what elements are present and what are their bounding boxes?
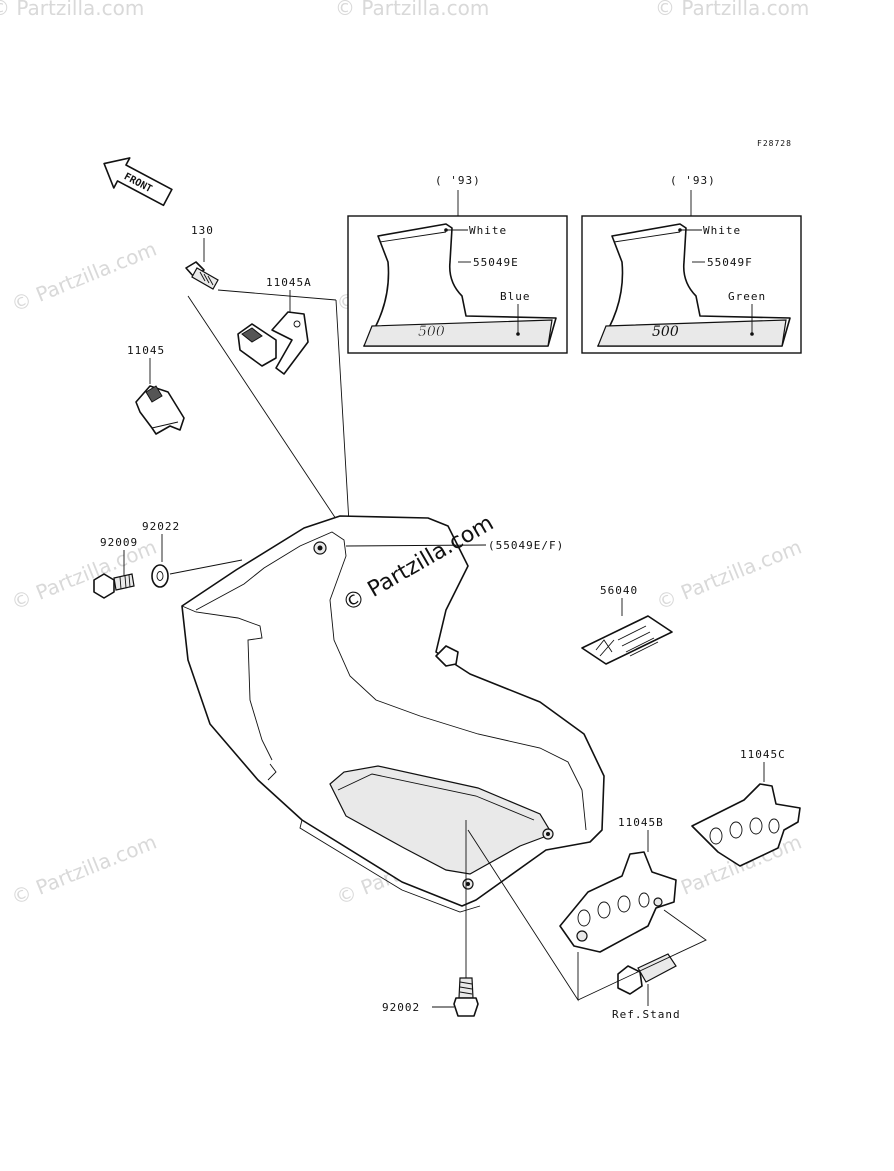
cowl-panel xyxy=(363,223,557,347)
inset-year: ( '93) xyxy=(670,174,716,187)
watermark: © Partzilla.com xyxy=(653,535,805,615)
clip-11045: 11045 xyxy=(127,344,185,435)
logo-text: 500 xyxy=(652,324,679,340)
bolt-92002: 92002 xyxy=(382,820,479,1017)
part-label-130: 130 xyxy=(191,224,214,237)
stripe-bottom-color: Blue xyxy=(500,290,531,303)
bolt-92009: 92009 xyxy=(93,536,138,599)
part-label-56040: 56040 xyxy=(600,584,638,597)
washer-92022: 92022 xyxy=(142,520,243,588)
part-label-92009: 92009 xyxy=(100,536,138,549)
part-label-92022: 92022 xyxy=(142,520,180,533)
part-label-11045a: 11045A xyxy=(266,276,312,289)
watermark: © Partzilla.com xyxy=(0,0,144,20)
watermark: © Partzilla.com xyxy=(655,0,809,20)
part-label-decal-ref: (55049E/F) xyxy=(488,539,564,552)
stripe-top-color: White xyxy=(469,224,507,237)
part-label-92002: 92002 xyxy=(382,1001,420,1014)
ref-stand-bolt: Ref.Stand xyxy=(612,953,681,1021)
inset-year: ( '93) xyxy=(435,174,481,187)
bracket-11045b: 11045B xyxy=(559,816,677,953)
part-label-11045b: 11045B xyxy=(618,816,664,829)
part-label-11045c: 11045C xyxy=(740,748,786,761)
inset-55049e: ( '93) 500 White 55049E Blue xyxy=(347,174,568,354)
cowl-panel xyxy=(597,223,791,347)
front-arrow-icon: FRONT xyxy=(103,157,173,207)
inset-55049f: ( '93) 500 White 55049F Green xyxy=(581,174,802,354)
part-label-ref-stand: Ref.Stand xyxy=(612,1008,681,1021)
stripe-bottom-color: Green xyxy=(728,290,766,303)
inset-part-number: 55049F xyxy=(707,256,753,269)
caution-label-56040: 56040 xyxy=(581,584,673,665)
logo-text: 500 xyxy=(418,324,445,340)
watermark: © Partzilla.com xyxy=(8,237,160,317)
bracket-11045a: 11045A xyxy=(237,276,312,375)
inset-part-number: 55049E xyxy=(473,256,519,269)
stripe-top-color: White xyxy=(703,224,741,237)
watermark: © Partzilla.com xyxy=(8,830,160,910)
lower-cowl xyxy=(181,515,605,913)
part-label-11045: 11045 xyxy=(127,344,165,357)
watermark: © Partzilla.com xyxy=(335,0,489,20)
bracket-11045c: 11045C xyxy=(691,748,801,867)
bolt-130: 130 xyxy=(185,224,219,290)
diagram-code: F28728 xyxy=(757,139,792,148)
